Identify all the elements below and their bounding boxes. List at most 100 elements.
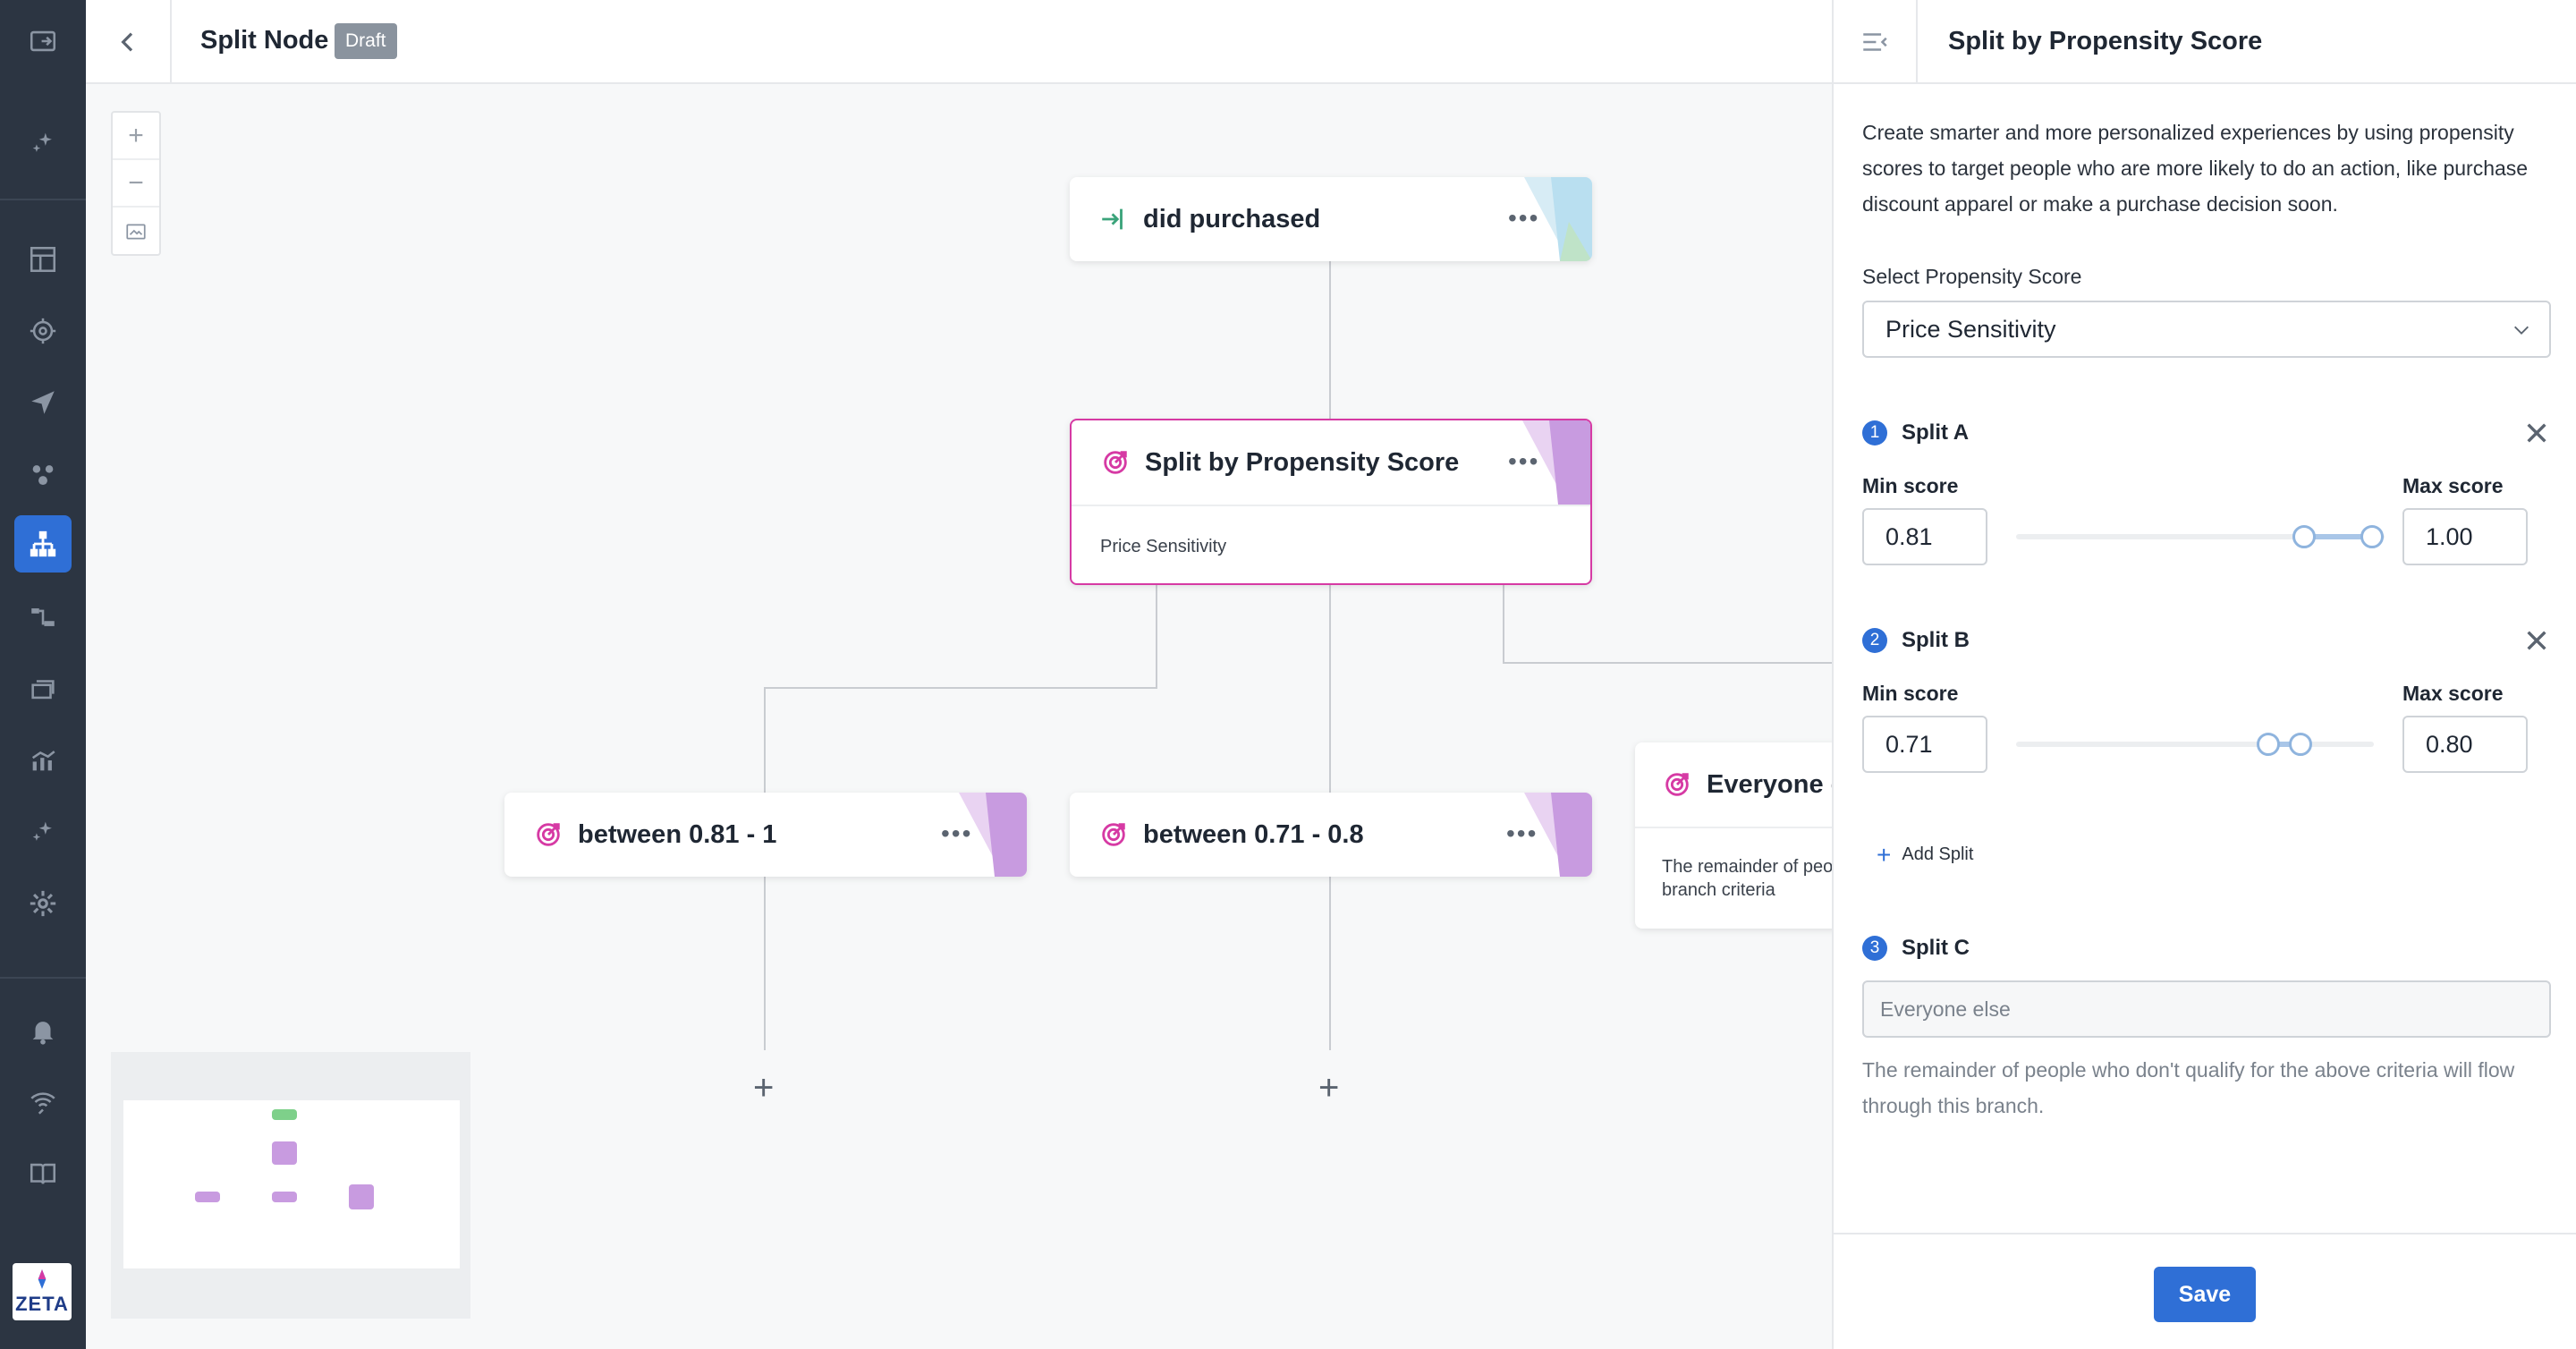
branch-node-b[interactable]: between 0.71 - 0.8 ••• <box>1070 793 1592 877</box>
chevron-left-icon <box>121 32 133 52</box>
min-score-input[interactable]: 0.71 <box>1862 716 1987 773</box>
analytics-icon[interactable] <box>25 742 61 778</box>
min-score-input[interactable]: 0.81 <box>1862 508 1987 565</box>
split-name: Split A <box>1902 420 1970 445</box>
node-subtitle: Price Sensitivity <box>1072 505 1590 583</box>
min-score-label: Min score <box>1862 682 1959 705</box>
split-a-header: 1 Split A <box>1862 420 1969 445</box>
slider-max-handle[interactable] <box>2289 733 2312 756</box>
ai-icon[interactable] <box>25 814 61 850</box>
split-name: Split B <box>1902 628 1970 652</box>
connector <box>1156 585 1157 687</box>
target-icon <box>537 823 560 846</box>
max-score-input[interactable]: 1.00 <box>2402 508 2528 565</box>
back-button[interactable] <box>86 0 172 84</box>
branch-node-a[interactable]: between 0.81 - 1 ••• <box>504 793 1027 877</box>
node-title: between 0.81 - 1 <box>578 819 777 849</box>
split-name: Split C <box>1902 936 1970 960</box>
collapse-icon <box>1863 33 1887 51</box>
close-icon[interactable] <box>2522 626 2551 655</box>
more-icon[interactable]: ••• <box>941 819 973 847</box>
everyone-else-note: The remainder of people who don't qualif… <box>1862 1058 2515 1117</box>
node-description: The remainder of peo branch criteria <box>1635 827 1903 929</box>
zoom-controls: + − <box>111 111 161 256</box>
zoom-in-button[interactable]: + <box>113 113 159 160</box>
settings-icon[interactable] <box>25 886 61 921</box>
more-icon[interactable]: ••• <box>1508 447 1540 475</box>
slider-min-handle[interactable] <box>2292 525 2316 548</box>
score-slider[interactable] <box>2016 534 2385 539</box>
dashboard-icon[interactable] <box>25 242 61 277</box>
max-score-input[interactable]: 0.80 <box>2402 716 2528 773</box>
add-node-button[interactable]: + <box>753 1068 775 1107</box>
send-icon[interactable] <box>25 385 61 420</box>
fit-view-button[interactable] <box>113 208 159 255</box>
entry-node[interactable]: did purchased ••• <box>1070 177 1592 261</box>
content-icon[interactable] <box>25 671 61 707</box>
node-title: did purchased <box>1143 204 1321 233</box>
collapse-panel-button[interactable] <box>1834 0 1918 84</box>
journey-icon[interactable] <box>14 515 72 573</box>
select-value: Price Sensitivity <box>1885 316 2056 343</box>
split-number: 2 <box>1862 628 1887 653</box>
save-button[interactable]: Save <box>2154 1267 2256 1322</box>
image-icon <box>126 224 146 239</box>
split-b-header: 2 Split B <box>1862 628 1970 653</box>
sparkle-icon[interactable] <box>25 125 61 161</box>
connector <box>764 687 1157 689</box>
minimap-node <box>349 1184 374 1209</box>
nav-rail: ZETA <box>0 0 86 1349</box>
close-icon[interactable] <box>2522 419 2551 447</box>
connector <box>764 877 766 1050</box>
signal-icon[interactable] <box>25 1084 61 1120</box>
flow-icon[interactable] <box>25 599 61 635</box>
select-label: Select Propensity Score <box>1862 265 2082 288</box>
chevron-down-icon <box>2514 326 2529 335</box>
top-header: Split Node Draft <box>86 0 1832 84</box>
minimap-node <box>272 1109 297 1120</box>
score-slider[interactable] <box>2016 742 2374 747</box>
bell-icon[interactable] <box>25 1013 61 1048</box>
propensity-score-select[interactable]: Price Sensitivity <box>1862 301 2551 358</box>
minimap[interactable] <box>111 1052 470 1319</box>
split-number: 1 <box>1862 420 1887 445</box>
max-score-label: Max score <box>2402 474 2504 497</box>
target-icon <box>1104 451 1127 474</box>
plus-icon: + <box>1877 840 1892 869</box>
slider-max-handle[interactable] <box>2360 525 2384 548</box>
minimap-node <box>195 1192 220 1202</box>
connector <box>1329 585 1331 793</box>
everyone-else-field[interactable]: Everyone else <box>1862 980 2551 1038</box>
node-title: between 0.71 - 0.8 <box>1143 819 1364 849</box>
target-icon <box>1665 773 1689 796</box>
split-number: 3 <box>1862 936 1887 961</box>
more-icon[interactable]: ••• <box>1506 819 1538 847</box>
more-icon[interactable]: ••• <box>1508 204 1540 232</box>
node-title: Everyone e <box>1707 769 1845 799</box>
slider-min-handle[interactable] <box>2257 733 2280 756</box>
split-node[interactable]: Split by Propensity Score ••• Price Sens… <box>1070 419 1592 585</box>
slider-range <box>2268 742 2301 747</box>
add-split-button[interactable]: + Add Split <box>1877 840 1974 869</box>
status-badge: Draft <box>335 23 397 59</box>
exit-icon[interactable] <box>25 23 61 59</box>
zoom-out-button[interactable]: − <box>113 160 159 208</box>
node-title: Split by Propensity Score <box>1145 447 1460 477</box>
target-icon[interactable] <box>25 313 61 349</box>
slider-range <box>2304 534 2372 539</box>
add-split-label: Add Split <box>1902 844 1974 864</box>
zeta-logo[interactable]: ZETA <box>13 1263 72 1320</box>
book-icon[interactable] <box>25 1156 61 1192</box>
connector <box>764 687 766 793</box>
enter-icon <box>1102 208 1123 230</box>
page-title: Split Node <box>200 26 329 55</box>
target-icon <box>1102 823 1125 846</box>
connector <box>1503 585 1504 664</box>
node-corner-decoration <box>1524 177 1592 261</box>
panel-description: Create smarter and more personalized exp… <box>1862 121 2529 216</box>
audience-icon[interactable] <box>25 456 61 492</box>
connector <box>1329 877 1331 1050</box>
add-node-button[interactable]: + <box>1318 1068 1340 1107</box>
min-score-label: Min score <box>1862 474 1959 497</box>
node-corner-decoration <box>1522 420 1590 505</box>
